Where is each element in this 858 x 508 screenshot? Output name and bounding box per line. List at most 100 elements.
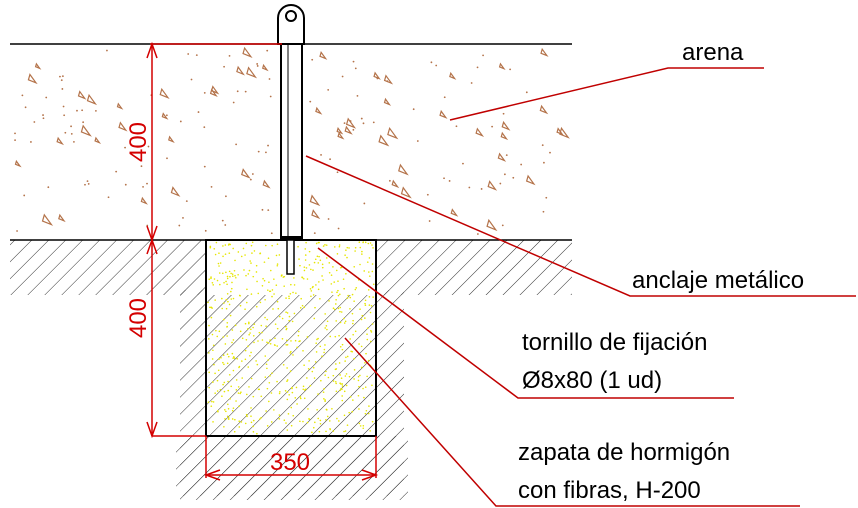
sand-dot: [14, 139, 16, 142]
concrete-dot: [233, 430, 236, 433]
concrete-dot: [286, 312, 289, 314]
sand-dot: [480, 188, 483, 190]
concrete-dot: [287, 413, 290, 415]
concrete-dot: [226, 415, 229, 418]
concrete-dot: [230, 298, 233, 300]
concrete-dot: [348, 247, 350, 249]
concrete-dot: [217, 262, 220, 265]
sand-grain: [439, 109, 448, 119]
concrete-dot: [224, 244, 227, 246]
concrete-dot: [338, 420, 340, 422]
concrete-dot: [286, 379, 289, 381]
sand-dot: [86, 180, 89, 183]
concrete-dot: [227, 418, 230, 420]
concrete-dot: [208, 352, 210, 354]
concrete-dot: [357, 394, 360, 397]
concrete-dot: [336, 253, 339, 255]
concrete-dot: [290, 350, 292, 353]
concrete-dot: [306, 421, 309, 424]
concrete-dot: [354, 246, 357, 249]
concrete-dot: [227, 403, 229, 406]
sand-grain: [80, 124, 92, 137]
concrete-dot: [367, 289, 370, 291]
concrete-dot: [270, 421, 273, 423]
concrete-dot: [209, 246, 212, 249]
concrete-dot: [362, 427, 365, 430]
concrete-dot: [337, 307, 340, 310]
concrete-dot: [366, 327, 369, 330]
concrete-dot: [369, 430, 371, 432]
concrete-dot: [306, 377, 308, 379]
concrete-dot: [364, 361, 366, 364]
sand-dot: [327, 218, 330, 220]
concrete-dot: [346, 424, 349, 426]
concrete-dot: [361, 314, 364, 317]
concrete-dot: [354, 330, 357, 333]
concrete-dot: [343, 322, 346, 324]
concrete-dot: [306, 336, 309, 338]
concrete-dot: [308, 264, 311, 266]
concrete-dot: [239, 330, 242, 333]
concrete-dot: [312, 294, 315, 296]
concrete-dot: [339, 345, 342, 348]
concrete-dot: [317, 337, 319, 340]
sand-grain: [500, 131, 509, 141]
sand-grain: [391, 179, 400, 189]
sand-dot: [376, 77, 379, 80]
concrete-dot: [285, 311, 287, 313]
sand-dot: [228, 55, 231, 57]
concrete-dot: [298, 258, 300, 260]
concrete-dot: [358, 385, 360, 388]
concrete-dot: [211, 282, 214, 284]
concrete-dot: [282, 276, 285, 278]
sand-dot: [476, 66, 479, 69]
concrete-dot: [245, 393, 248, 396]
concrete-dot: [340, 377, 343, 380]
concrete-dot: [315, 351, 318, 353]
concrete-dot: [299, 420, 301, 423]
concrete-dot: [212, 344, 215, 347]
concrete-dot: [269, 269, 272, 272]
concrete-dot: [316, 338, 318, 341]
sand-dot: [87, 183, 90, 185]
sand-grain: [159, 87, 170, 100]
concrete-dot: [351, 350, 354, 353]
concrete-dot: [253, 250, 256, 252]
concrete-dot: [210, 277, 212, 280]
concrete-dot: [339, 389, 341, 392]
concrete-dot: [229, 275, 231, 278]
sand-dot: [24, 106, 27, 109]
sand-dot: [372, 121, 375, 124]
concrete-dot: [370, 329, 372, 332]
dimension-footing-width: 350: [270, 449, 310, 476]
sand-dot: [525, 91, 528, 94]
concrete-dot: [315, 284, 317, 286]
metal-anchor: [277, 4, 305, 275]
concrete-dot: [232, 407, 235, 409]
concrete-dot: [296, 346, 298, 349]
concrete-dot: [255, 305, 258, 308]
concrete-dot: [355, 287, 358, 289]
concrete-dot: [346, 297, 349, 299]
concrete-dot: [245, 242, 248, 245]
concrete-dot: [321, 355, 323, 358]
concrete-dot: [349, 396, 352, 398]
concrete-dot: [307, 408, 309, 410]
concrete-dot: [231, 341, 233, 344]
concrete-dot: [308, 360, 310, 362]
concrete-dot: [359, 425, 362, 427]
concrete-dot: [332, 266, 334, 268]
sand-dot: [61, 75, 64, 78]
concrete-dot: [232, 357, 234, 359]
sand-grain: [168, 135, 175, 143]
concrete-dot: [310, 290, 313, 292]
concrete-dot: [352, 399, 354, 401]
sand-grain: [241, 168, 251, 179]
concrete-dot: [226, 325, 228, 328]
sand-dot: [354, 67, 357, 70]
concrete-dot: [224, 343, 227, 345]
sand-grain: [170, 186, 181, 197]
concrete-dot: [266, 367, 268, 370]
concrete-dot: [229, 397, 231, 400]
concrete-dot: [255, 264, 258, 267]
